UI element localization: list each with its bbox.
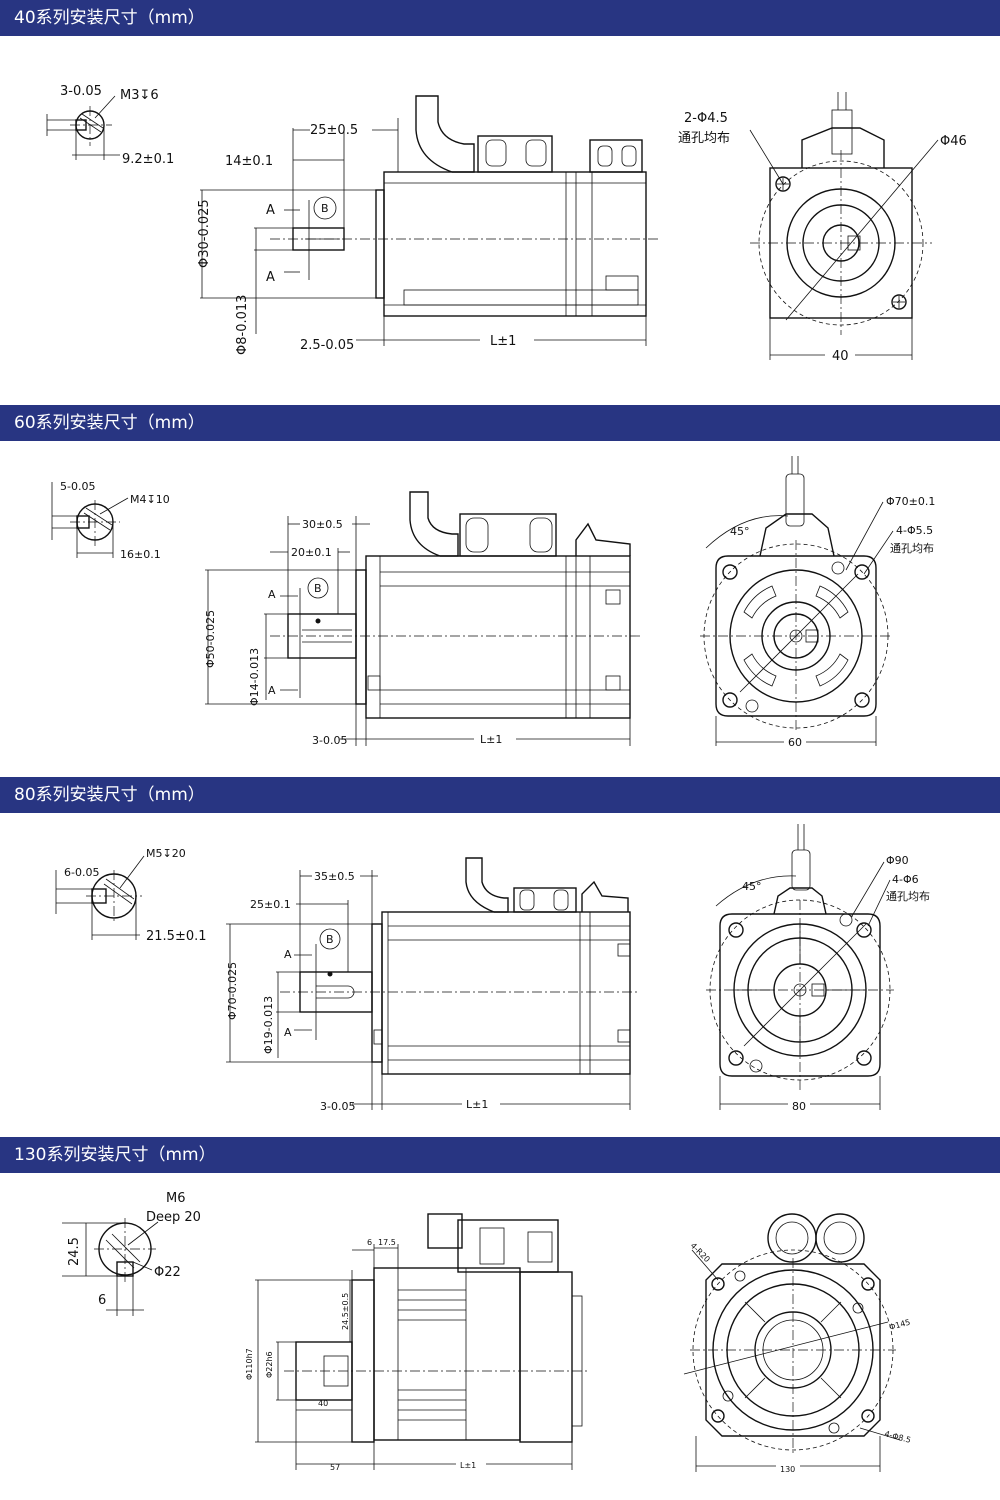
section-80-drawing: 6-0.05 M5↧20 21.5±0.1 (0, 813, 1000, 1137)
dim-80-thread: M5↧20 (146, 847, 186, 860)
dim-130-d40: 40 (318, 1399, 328, 1408)
dim-130-spigot: Φ110h7 (245, 1348, 254, 1380)
side-view-40: 25±0.5 14±0.1 A A B Φ30-0.025 Φ8-0.013 2… (197, 95, 660, 355)
dim-80-len-25: 25±0.1 (250, 898, 291, 911)
section-80-title: 80系列安装尺寸（mm） (14, 785, 205, 805)
motor-80-drawing: 6-0.05 M5↧20 21.5±0.1 (55, 824, 930, 1113)
section-marker-a-bottom-60: A (268, 684, 276, 697)
section-marker-a-bottom: A (266, 270, 275, 285)
section-60-header: 60系列安装尺寸（mm） (0, 405, 1000, 441)
dim-130-length: L±1 (460, 1461, 476, 1470)
section-marker-a-bottom-80: A (284, 1026, 292, 1039)
dim-130-shaft-dia: Φ22 (154, 1265, 181, 1280)
dim-60-angle: 45° (730, 525, 750, 538)
side-view-130: 6 17.5 24.5±0.5 Φ110h7 Φ22h6 40 57 L±1 (245, 1213, 590, 1472)
dim-40-holes: 2-Φ4.5 (684, 111, 728, 126)
dim-80-spigot: Φ70-0.025 (226, 962, 239, 1020)
dim-60-flange: 3-0.05 (312, 734, 347, 747)
dim-130-radius: 4-R20 (689, 1241, 712, 1264)
datum-b-60: B (314, 582, 322, 595)
dim-130-shaft: Φ22h6 (265, 1351, 274, 1378)
dim-130-key-width: 6 (98, 1293, 106, 1308)
dim-60-square: 60 (788, 736, 802, 749)
front-view-130: 4-R20 Φ145 4-Φ8.5 130 (683, 1213, 912, 1474)
section-130-header: 130系列安装尺寸（mm） (0, 1137, 1000, 1173)
front-view-40: 2-Φ4.5 通孔均布 Φ46 40 (678, 92, 967, 364)
dim-130-thread: M6 (166, 1191, 186, 1206)
section-marker-a-top: A (266, 203, 275, 218)
dim-130-holes: 4-Φ8.5 (883, 1429, 911, 1445)
dim-40-len-14: 14±0.1 (225, 154, 273, 169)
dim-40-square: 40 (832, 349, 849, 364)
section-80-header: 80系列安装尺寸（mm） (0, 777, 1000, 813)
dim-60-len-20: 20±0.1 (291, 546, 332, 559)
dim-130-pcd: Φ145 (888, 1318, 911, 1332)
dim-40-key-width: 3-0.05 (60, 84, 102, 99)
dim-130-d6: 6 (367, 1238, 372, 1247)
dim-60-holes: 4-Φ5.5 (896, 524, 933, 537)
dim-40-flange: 2.5-0.05 (300, 338, 354, 353)
dim-40-len-25: 25±0.5 (310, 123, 358, 138)
section-marker-a-top-60: A (268, 588, 276, 601)
dim-60-spigot: Φ50-0.025 (204, 610, 217, 668)
section-40-header: 40系列安装尺寸（mm） (0, 0, 1000, 36)
dim-80-pcd: Φ90 (886, 854, 909, 867)
dim-130-d175: 17.5 (378, 1238, 396, 1247)
dim-80-angle: 45° (742, 880, 762, 893)
side-view-80: 35±0.5 25±0.1 A A B Φ70-0.025 Φ19-0.013 … (226, 857, 640, 1113)
dim-60-holes-note: 通孔均布 (890, 542, 934, 555)
section-40-drawing: 3-0.05 M3↧6 9.2±0.1 (0, 36, 1000, 405)
motor-60-drawing: 5-0.05 M4↧10 16±0.1 (51, 456, 935, 749)
section-60-title: 60系列安装尺寸（mm） (14, 413, 205, 433)
dim-80-holes-note: 通孔均布 (886, 890, 930, 903)
dim-60-length: L±1 (480, 733, 502, 746)
dim-80-flange: 3-0.05 (320, 1100, 355, 1113)
shaft-end-view-80: 6-0.05 M5↧20 21.5±0.1 (55, 847, 207, 944)
datum-b-80: B (326, 933, 334, 946)
dim-40-pcd: Φ46 (940, 134, 967, 149)
dim-60-key-height: 16±0.1 (120, 548, 161, 561)
dim-40-thread: M3↧6 (120, 88, 159, 103)
front-view-80: 45° Φ90 4-Φ6 通孔均布 80 (706, 824, 930, 1113)
dim-80-shaft: Φ19-0.013 (262, 996, 275, 1054)
datum-b-40: B (321, 202, 329, 215)
section-130-drawing: M6 Deep 20 24.5 Φ22 6 (0, 1173, 1000, 1500)
dim-40-length: L±1 (490, 334, 516, 349)
dim-80-length: L±1 (466, 1098, 488, 1111)
dim-130-square: 130 (780, 1465, 795, 1474)
dim-40-shaft: Φ8-0.013 (235, 295, 250, 355)
dim-40-spigot: Φ30-0.025 (197, 199, 212, 268)
dim-80-key-height: 21.5±0.1 (146, 929, 207, 944)
section-marker-a-top-80: A (284, 948, 292, 961)
motor-40-drawing: 3-0.05 M3↧6 9.2±0.1 (46, 84, 967, 364)
section-130-title: 130系列安装尺寸（mm） (14, 1145, 216, 1165)
dim-60-len-30: 30±0.5 (302, 518, 343, 531)
dim-60-key-width: 5-0.05 (60, 480, 95, 493)
dim-130-thread-depth: Deep 20 (146, 1210, 201, 1225)
dim-80-holes: 4-Φ6 (892, 873, 919, 886)
shaft-end-view-60: 5-0.05 M4↧10 16±0.1 (51, 480, 170, 561)
dim-40-holes-note: 通孔均布 (678, 131, 730, 146)
dim-60-shaft: Φ14-0.013 (248, 648, 261, 706)
front-view-60: 45° Φ70±0.1 4-Φ5.5 通孔均布 60 (700, 456, 935, 749)
dim-40-key-height: 9.2±0.1 (122, 152, 174, 167)
motor-130-drawing: M6 Deep 20 24.5 Φ22 6 (62, 1191, 912, 1474)
shaft-end-view-40: 3-0.05 M3↧6 9.2±0.1 (46, 84, 174, 167)
dim-60-thread: M4↧10 (130, 493, 170, 506)
section-60-drawing: 5-0.05 M4↧10 16±0.1 (0, 441, 1000, 777)
side-view-60: 30±0.5 20±0.1 A A B Φ50-0.025 Φ14-0.013 … (204, 491, 640, 747)
dim-130-d57: 57 (330, 1463, 340, 1472)
dim-130-key-height: 24.5 (67, 1237, 82, 1266)
dim-130-d245: 24.5±0.5 (341, 1293, 350, 1330)
section-40-title: 40系列安装尺寸（mm） (14, 8, 205, 28)
dim-80-key-width: 6-0.05 (64, 866, 99, 879)
dim-60-pcd: Φ70±0.1 (886, 495, 935, 508)
shaft-end-view-130: M6 Deep 20 24.5 Φ22 6 (62, 1191, 201, 1316)
dim-80-square: 80 (792, 1100, 806, 1113)
dim-80-len-35: 35±0.5 (314, 870, 355, 883)
